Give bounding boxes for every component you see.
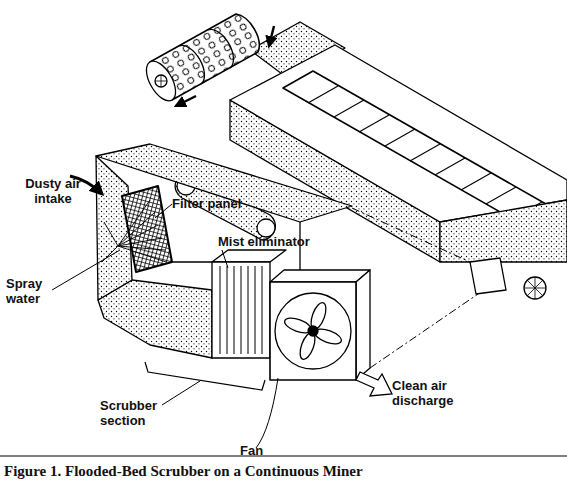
- figure-caption: Figure 1. Flooded-Bed Scrubber on a Cont…: [4, 462, 363, 480]
- leader-line: [52, 250, 120, 290]
- spray-fan: [102, 200, 166, 262]
- spray-line: [118, 225, 158, 246]
- mist-eliminator: [212, 262, 270, 358]
- fan-box-side: [356, 270, 370, 380]
- eliminator-label: Mist eliminator: [218, 234, 348, 249]
- spray-line: [118, 200, 150, 246]
- airflow-arrow: [269, 26, 274, 46]
- conveyor-tail-side: [440, 200, 567, 262]
- fan-label: Fan: [240, 443, 280, 458]
- leader-line: [256, 378, 278, 448]
- scrubber-base: [98, 280, 212, 358]
- fan-box-top: [270, 270, 370, 282]
- slat: [486, 187, 516, 204]
- leader-line: [222, 250, 228, 268]
- discharge-label: Clean air discharge: [392, 378, 464, 408]
- continuous-miner: [140, 14, 567, 299]
- leader-line: [162, 381, 200, 405]
- leader-line: [155, 204, 172, 218]
- filter-label: Filter panel: [172, 196, 282, 211]
- guide-line: [352, 208, 470, 262]
- drum-end-cap: [140, 56, 181, 105]
- tail-box: [470, 258, 506, 294]
- spray-label: Spray water: [6, 276, 52, 306]
- spray-line: [118, 238, 162, 246]
- drum-segment-line: [208, 29, 233, 68]
- leaders: [0, 176, 567, 456]
- scrubber-inset: [96, 144, 370, 380]
- duct-edge: [172, 261, 212, 262]
- section-bracket: [145, 362, 265, 390]
- frame-rule: [0, 456, 567, 457]
- eliminator-blades: [220, 266, 262, 354]
- discharge-arrow: [356, 372, 392, 396]
- slat: [410, 144, 440, 161]
- sprocket-spokes: [524, 277, 546, 299]
- spray-line: [104, 222, 118, 246]
- spray-line: [118, 246, 166, 262]
- fan-box: [270, 282, 356, 380]
- intake-label: Dusty air intake: [18, 176, 88, 206]
- slat: [308, 86, 338, 103]
- slat: [359, 115, 389, 132]
- slat: [385, 129, 415, 146]
- fan-hub: [308, 326, 318, 336]
- drum-hub: [155, 75, 167, 87]
- slat: [334, 100, 364, 117]
- guide-line: [370, 294, 478, 368]
- conveyor-slats: [308, 86, 542, 219]
- fan-ring: [275, 293, 351, 369]
- inset-guides: [352, 208, 478, 368]
- airflow-arrow: [176, 96, 196, 106]
- hub-spokes: [155, 75, 167, 87]
- slat: [461, 173, 491, 190]
- section-label: Scrubber section: [100, 398, 164, 428]
- drum-segment-line: [179, 45, 204, 84]
- tail-sprocket: [524, 277, 546, 299]
- slat: [435, 158, 465, 175]
- intake-face: [96, 156, 132, 300]
